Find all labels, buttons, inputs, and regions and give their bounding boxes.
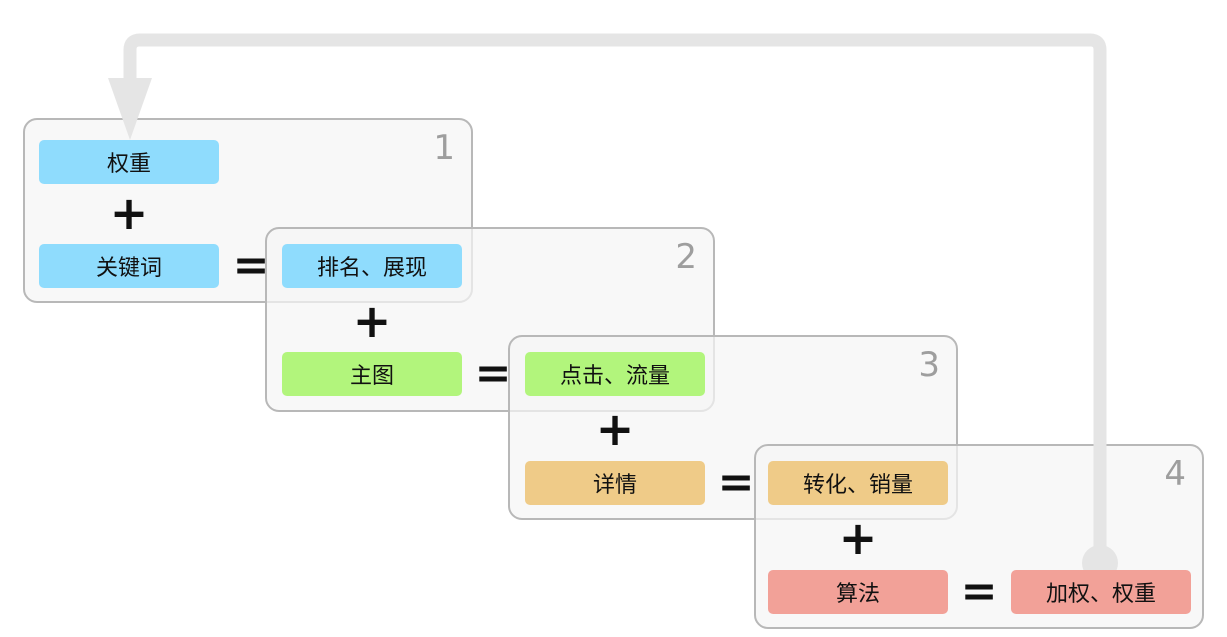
click-traffic-box: 点击、流量: [525, 352, 705, 396]
step-2-plus: +: [352, 294, 392, 348]
keyword-box: 关键词: [39, 244, 219, 288]
step-3-equals: =: [717, 457, 755, 508]
step-4-plus: +: [838, 511, 878, 565]
main-image-box: 主图: [282, 352, 462, 396]
step-1-equals: =: [232, 240, 270, 291]
step-1-number: 1: [433, 128, 455, 168]
step-3-plus: +: [595, 402, 635, 456]
step-4-number: 4: [1164, 454, 1186, 494]
weight-box: 权重: [39, 140, 219, 184]
weighting-box: 加权、权重: [1011, 570, 1191, 614]
step-3-number: 3: [918, 345, 940, 385]
step-4-equals: =: [960, 566, 998, 617]
conversion-sales-box: 转化、销量: [768, 461, 948, 505]
ranking-exposure-box: 排名、展现: [282, 244, 462, 288]
algorithm-box: 算法: [768, 570, 948, 614]
details-box: 详情: [525, 461, 705, 505]
step-1-plus: +: [109, 186, 149, 240]
step-2-number: 2: [675, 237, 697, 277]
step-2-equals: =: [474, 348, 512, 399]
